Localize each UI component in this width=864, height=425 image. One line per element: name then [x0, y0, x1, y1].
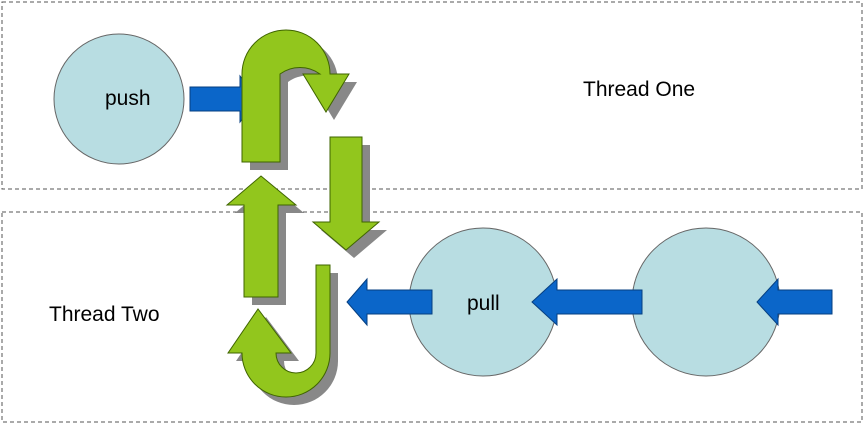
push-label: push — [105, 87, 151, 110]
push-node — [53, 33, 185, 165]
down-handoff-arrow — [311, 136, 381, 251]
thread-one-lane — [1, 1, 863, 190]
thread-two-u-turn-arrow — [227, 264, 331, 398]
pull-to-loop-arrow — [346, 277, 433, 327]
up-handoff-arrow — [225, 175, 298, 298]
pull-label: pull — [467, 292, 500, 315]
thread-one-u-turn-arrow — [241, 29, 350, 163]
incoming-arrow — [756, 277, 833, 327]
thread-one-label: Thread One — [583, 78, 696, 101]
thread-two-label: Thread Two — [49, 303, 160, 326]
thread-two-lane — [1, 211, 863, 423]
source-to-pull-arrow — [531, 277, 643, 327]
